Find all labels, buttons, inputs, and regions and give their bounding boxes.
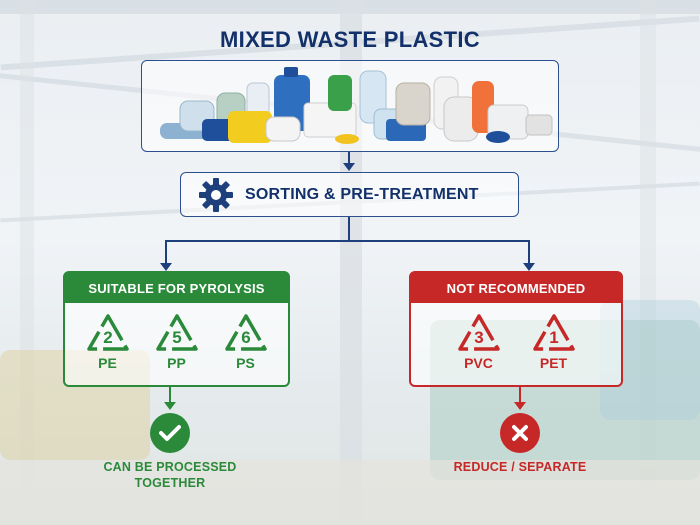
processed-line-2: TOGETHER <box>134 476 206 490</box>
suitable-heading: SUITABLE FOR PYROLYSIS <box>65 273 288 303</box>
resin-label: PE <box>98 355 117 371</box>
plastic-waste-illustration <box>160 67 553 144</box>
resin-label: PP <box>167 355 186 371</box>
recycle-triangle-icon: 6 <box>224 314 267 351</box>
resin-number: 6 <box>241 328 250 347</box>
resin-code-pvc: 3 PVC <box>449 313 509 371</box>
suitable-for-pyrolysis-panel: SUITABLE FOR PYROLYSIS 2 PE 5 PP 6 PS <box>63 271 290 387</box>
recycle-triangle-icon: 5 <box>155 314 198 351</box>
recycle-triangle-icon: 1 <box>532 314 575 351</box>
checkmark-icon <box>150 413 190 453</box>
sorting-pretreatment-box: SORTING & PRE-TREATMENT <box>180 172 519 217</box>
recycle-triangle-icon: 3 <box>457 314 500 351</box>
gear-icon <box>199 177 233 212</box>
x-icon <box>500 413 540 453</box>
resin-number: 2 <box>103 328 112 347</box>
not-recommended-panel: NOT RECOMMENDED 3 PVC 1 PET <box>409 271 623 387</box>
resin-code-pp: 5 PP <box>147 313 207 371</box>
recycle-triangle-icon: 2 <box>86 314 129 351</box>
processed-together-text: CAN BE PROCESSED TOGETHER <box>70 459 270 491</box>
resin-code-ps: 6 PS <box>216 313 276 371</box>
processed-line-1: CAN BE PROCESSED <box>103 460 237 474</box>
resin-code-pet: 1 PET <box>524 313 584 371</box>
resin-label: PET <box>539 355 568 371</box>
resin-label: PVC <box>464 355 493 371</box>
mixed-waste-plastic-box <box>141 60 559 152</box>
resin-number: 1 <box>549 328 558 347</box>
not-recommended-heading: NOT RECOMMENDED <box>411 273 621 303</box>
sorting-label: SORTING & PRE-TREATMENT <box>245 185 479 203</box>
resin-label: PS <box>236 355 255 371</box>
resin-code-pe: 2 PE <box>78 313 138 371</box>
diagram-title: MIXED WASTE PLASTIC <box>220 27 480 52</box>
resin-number: 5 <box>172 328 181 347</box>
reduce-separate-text: REDUCE / SEPARATE <box>453 460 587 474</box>
resin-number: 3 <box>474 328 483 347</box>
